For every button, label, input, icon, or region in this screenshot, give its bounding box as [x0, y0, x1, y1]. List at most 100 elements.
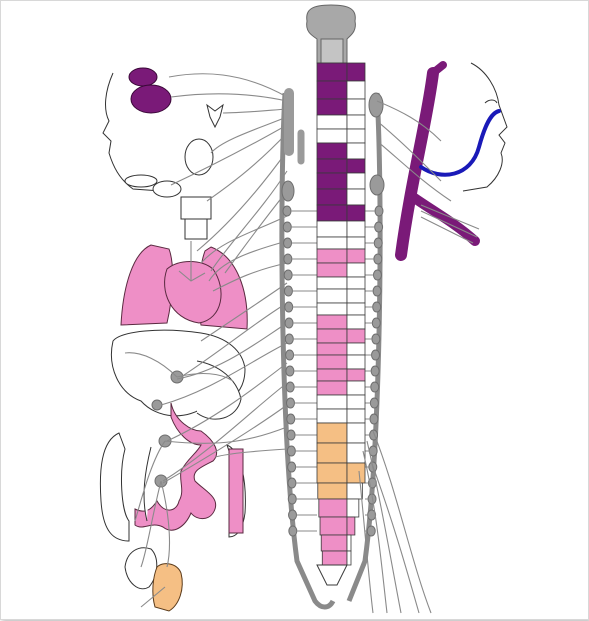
- chain-ganglion-right: [373, 270, 381, 280]
- spinal-segment-right: [347, 381, 365, 395]
- spinal-segment: [317, 381, 347, 395]
- spinal-segment: [317, 423, 347, 443]
- spinal-segment: [317, 443, 347, 463]
- spinal-segment-right: [347, 63, 365, 81]
- chain-ganglion-right: [373, 302, 381, 312]
- spinal-segment-right: [347, 205, 365, 221]
- spinal-segment-right: [347, 343, 365, 355]
- spinal-segment-right: [347, 303, 365, 315]
- spinal-segment-right: [347, 369, 365, 381]
- spinal-segment: [317, 249, 347, 263]
- chain-ganglion-left: [289, 526, 297, 536]
- spinal-segment-right: [347, 535, 351, 551]
- chain-ganglion-left: [287, 430, 295, 440]
- chain-ganglion-left: [284, 286, 292, 296]
- chain-ganglion-right: [370, 398, 378, 408]
- spinal-segment: [317, 221, 347, 237]
- chain-ganglion-left: [288, 462, 296, 472]
- spinal-segment-right: [347, 263, 365, 277]
- spinal-segment-right: [347, 463, 365, 483]
- chain-ganglion-left: [286, 366, 294, 376]
- chain-ganglion-left: [287, 414, 295, 424]
- spinal-segment: [318, 483, 347, 499]
- spinal-segment-right: [347, 237, 365, 249]
- spinal-segment: [319, 499, 347, 517]
- chain-ganglion-left: [287, 446, 295, 456]
- spinal-segment: [317, 263, 347, 277]
- spinal-segment: [317, 115, 347, 129]
- spinal-segment-right: [347, 129, 365, 143]
- spinal-cord-tip: [317, 565, 347, 585]
- spinal-segment: [317, 395, 347, 409]
- chain-ganglion-right: [372, 318, 380, 328]
- spinal-segment: [317, 289, 347, 303]
- spinal-segment-right: [347, 159, 365, 173]
- chain-ganglion-right: [374, 254, 382, 264]
- spinal-segment-right: [347, 499, 359, 517]
- spinal-segment-right: [347, 517, 355, 535]
- chain-ganglion-left: [288, 494, 296, 504]
- spinal-segment: [317, 129, 347, 143]
- spinal-segment: [317, 143, 347, 159]
- chain-ganglion-left: [284, 270, 292, 280]
- spinal-segment: [317, 173, 347, 189]
- spinal-segment-right: [347, 277, 365, 289]
- spinal-segment-right: [347, 409, 365, 423]
- spinal-segment: [317, 463, 347, 483]
- spinal-segment-right: [347, 99, 365, 115]
- chain-ganglion-right: [372, 334, 380, 344]
- chain-ganglion-right: [371, 366, 379, 376]
- chain-ganglion-right: [375, 206, 383, 216]
- spinal-segment: [322, 551, 347, 565]
- spinal-segment: [317, 63, 347, 81]
- spinal-segment: [320, 517, 347, 535]
- spinal-segment: [317, 369, 347, 381]
- spinal-segment-right: [347, 395, 365, 409]
- chain-ganglion-left: [284, 254, 292, 264]
- spinal-segment: [317, 355, 347, 369]
- spinal-segment: [317, 99, 347, 115]
- spinal-segment: [317, 277, 347, 289]
- chain-ganglion-right: [372, 350, 380, 360]
- spinal-segment-right: [347, 143, 365, 159]
- chain-ganglion-left: [285, 334, 293, 344]
- spinal-segment-right: [347, 189, 365, 205]
- spinal-segment: [317, 303, 347, 315]
- chain-ganglion-left: [284, 238, 292, 248]
- spinal-segment: [317, 409, 347, 423]
- chain-ganglion-left: [286, 350, 294, 360]
- spinal-segment-right: [347, 355, 365, 369]
- spinal-segment: [317, 81, 347, 99]
- spinal-segment-right: [347, 443, 365, 463]
- chain-ganglion-left: [283, 206, 291, 216]
- spinal-segment: [317, 343, 347, 355]
- chain-ganglion-right: [373, 286, 381, 296]
- spinal-segment-right: [347, 115, 365, 129]
- spinal-segment: [317, 159, 347, 173]
- chain-ganglion-right: [375, 222, 383, 232]
- spinal-segment: [317, 237, 347, 249]
- chain-ganglion-left: [286, 398, 294, 408]
- chain-ganglion-right: [370, 414, 378, 424]
- chain-ganglion-right: [374, 238, 382, 248]
- spinal-segment-right: [347, 289, 365, 303]
- chain-ganglion-left: [289, 510, 297, 520]
- spinal-segment-right: [347, 249, 365, 263]
- spinal-segment-right: [347, 173, 365, 189]
- chain-ganglion-right: [367, 526, 375, 536]
- spinal-segment-right: [347, 329, 365, 343]
- spinal-segment-right: [347, 551, 351, 565]
- larynx-icon: [181, 197, 211, 239]
- chain-ganglion-right: [371, 382, 379, 392]
- chain-ganglion-left: [283, 222, 291, 232]
- chain-ganglion-left: [285, 302, 293, 312]
- spinal-segments: [317, 63, 365, 585]
- small-intestine-icon: [135, 403, 217, 530]
- spinal-segment-right: [347, 81, 365, 99]
- eye-icon: [129, 68, 171, 113]
- spinal-segment: [317, 315, 347, 329]
- chain-ganglion-left: [288, 478, 296, 488]
- spinal-segment: [321, 535, 347, 551]
